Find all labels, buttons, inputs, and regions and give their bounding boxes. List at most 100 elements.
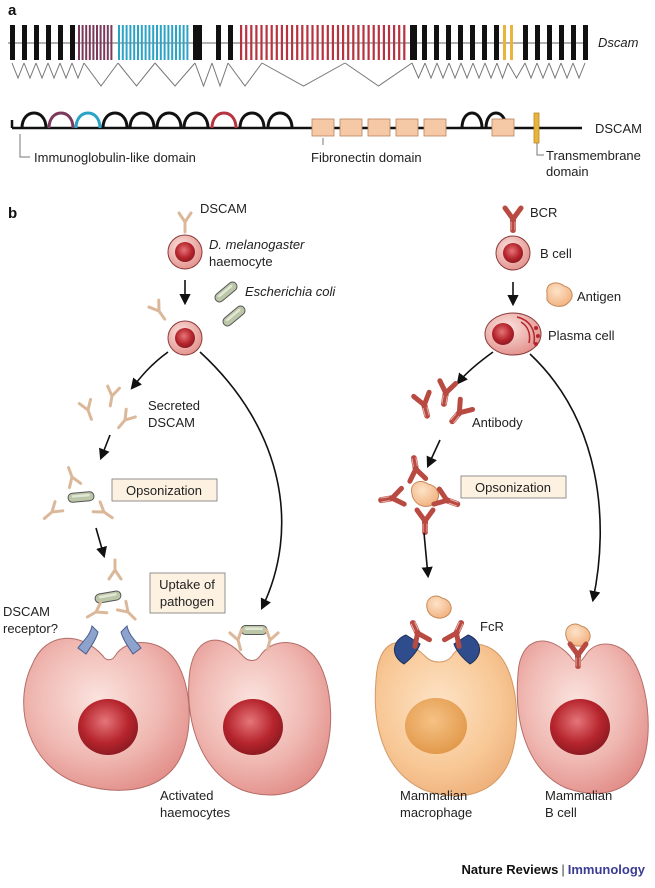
- splice-line: [194, 62, 213, 88]
- ig-loop: [460, 111, 484, 129]
- bcr-label: BCR: [530, 205, 557, 220]
- gene-exon: [159, 25, 162, 60]
- gene-exon: [106, 25, 109, 60]
- gene-exon: [357, 25, 360, 60]
- splice-line: [59, 62, 73, 80]
- gene-exon: [275, 25, 278, 60]
- gene-exon: [331, 25, 334, 60]
- antibody-label: Antibody: [472, 415, 523, 430]
- gene-exon: [503, 25, 506, 60]
- gene-exon: [144, 25, 147, 60]
- gene-exon: [571, 25, 576, 60]
- splice-line: [448, 62, 462, 80]
- activated-haemocytes-label-1: Activated: [160, 788, 213, 803]
- gene-exon: [434, 25, 439, 60]
- gene-exon: [163, 25, 166, 60]
- fcr-label: FcR: [480, 619, 504, 634]
- opsonized-bacterium-left: [38, 464, 118, 525]
- panel-a-label: a: [8, 2, 17, 19]
- uptake-label-1: Uptake of: [159, 577, 215, 592]
- gene-exon: [260, 25, 263, 60]
- fibronectin-box: [395, 118, 419, 137]
- gene-exon: [285, 25, 289, 60]
- bcr-molecule: [505, 208, 521, 230]
- gene-exon: [410, 25, 417, 60]
- secreted-dscam-label-1: Secreted: [148, 398, 200, 413]
- gene-exon: [175, 25, 177, 60]
- gene-exon: [583, 25, 588, 60]
- gene-exon: [103, 25, 106, 60]
- gene-exon: [193, 25, 202, 60]
- gene-exon: [291, 25, 294, 60]
- antigen-label: Antigen: [577, 289, 621, 304]
- gene-exon: [301, 25, 304, 60]
- gene-exon: [470, 25, 475, 60]
- haemocyte-cell-middle: [147, 298, 203, 356]
- secreted-dscam-molecules: [77, 384, 137, 434]
- journal-name: Nature Reviews: [461, 862, 559, 877]
- fibronectin-box: [491, 118, 515, 137]
- mammalian-macrophage: [374, 595, 518, 797]
- ig-loop: [238, 111, 266, 129]
- b-cell-top: [495, 235, 531, 271]
- gene-exon: [85, 25, 88, 60]
- gene-exon: [547, 25, 552, 60]
- gene-exon: [535, 25, 540, 60]
- dscam-molecule-top: [177, 211, 193, 234]
- gene-exon: [321, 25, 324, 60]
- gene-exon: [245, 25, 248, 60]
- fibronectin-box: [339, 118, 363, 137]
- gene-exon: [393, 25, 396, 60]
- ig-loop: [182, 111, 210, 129]
- splice-line: [507, 62, 526, 80]
- splice-line: [548, 62, 562, 80]
- splice-line: [572, 62, 586, 80]
- uptake-box: [149, 572, 226, 614]
- gene-exon: [296, 25, 299, 60]
- splice-line: [424, 62, 438, 80]
- dscam-receptor-label-2: receptor?: [3, 621, 58, 636]
- ig-domain-label: Immunoglobulin-like domain: [34, 150, 196, 165]
- gene-exon: [125, 25, 128, 60]
- gene-exon: [559, 25, 564, 60]
- gene-exon: [326, 25, 329, 60]
- splice-line: [83, 62, 119, 87]
- panel-b-label: b: [8, 205, 17, 222]
- gene-exon: [398, 25, 401, 60]
- splice-line: [47, 62, 61, 80]
- ig-loop: [20, 111, 48, 129]
- splice-line: [211, 62, 229, 88]
- gene-exon: [156, 25, 158, 60]
- uptake-label-2: pathogen: [160, 594, 214, 609]
- gene-exon: [137, 25, 139, 60]
- opsonization-label-right: Opsonization: [475, 480, 551, 495]
- gene-exon: [387, 25, 391, 60]
- gene-exon: [510, 25, 513, 60]
- splice-line: [117, 62, 156, 87]
- ig-loop: [101, 111, 129, 129]
- e-coli-label: Escherichia coli: [245, 284, 336, 299]
- b-cell-label: B cell: [540, 246, 572, 261]
- fibronectin-box: [367, 118, 391, 137]
- gene-exon: [96, 25, 98, 60]
- activated-haemocytes-label-2: haemocytes: [160, 805, 231, 820]
- gene-exon: [182, 25, 185, 60]
- splice-line: [227, 62, 263, 87]
- gene-exon: [336, 25, 340, 60]
- gene-exon: [306, 25, 309, 60]
- gene-exon: [311, 25, 314, 60]
- splice-line: [344, 62, 413, 87]
- fibronectin-box: [423, 118, 447, 137]
- gene-exon: [352, 25, 355, 60]
- gene-exon: [110, 25, 113, 60]
- gene-exon: [92, 25, 95, 60]
- macrophage-label-2: macrophage: [400, 805, 472, 820]
- gene-exon: [171, 25, 174, 60]
- gene-exon: [167, 25, 170, 60]
- plasma-cell: [484, 312, 542, 356]
- splice-line: [560, 62, 574, 80]
- splice-line: [472, 62, 486, 80]
- gene-exon: [129, 25, 132, 60]
- splice-line: [460, 62, 474, 80]
- antigen: [546, 282, 573, 307]
